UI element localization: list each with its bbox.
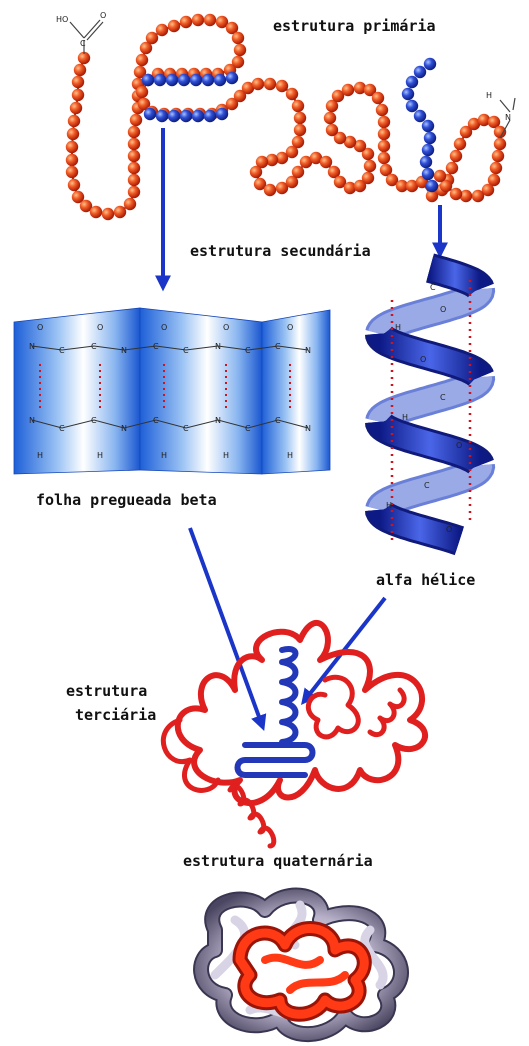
primary-structure-chain <box>66 14 506 220</box>
svg-text:C: C <box>183 346 189 355</box>
svg-text:N: N <box>121 424 127 433</box>
svg-text:H: H <box>402 413 408 422</box>
svg-text:H: H <box>97 451 103 460</box>
svg-text:C: C <box>430 283 436 292</box>
svg-text:N: N <box>215 342 221 351</box>
svg-text:C: C <box>440 393 446 402</box>
svg-text:O: O <box>223 323 229 332</box>
svg-text:O: O <box>440 305 446 314</box>
tertiary-structure-label-line2: terciária <box>75 707 156 724</box>
svg-text:H: H <box>287 451 293 460</box>
svg-text:C: C <box>275 416 281 425</box>
svg-text:C: C <box>59 346 65 355</box>
svg-text:C: C <box>245 346 251 355</box>
alpha-helix-ribbon: C O H O C H O C O H <box>380 268 480 541</box>
svg-text:C: C <box>59 424 65 433</box>
svg-text:O: O <box>456 441 462 450</box>
svg-text:N: N <box>215 416 221 425</box>
svg-text:H: H <box>223 451 229 460</box>
beta-sheet-label: folha pregueada beta <box>36 492 217 509</box>
svg-text:H: H <box>161 451 167 460</box>
svg-text:O: O <box>161 323 167 332</box>
svg-text:H: H <box>386 501 392 510</box>
svg-text:O: O <box>420 355 426 364</box>
svg-text:C: C <box>424 481 430 490</box>
beta-pleated-sheet: N C C N C C N C C N N C C N C C N C C N O H O H O H O H O H <box>14 308 330 474</box>
oxygen-label: O <box>100 11 106 20</box>
tertiary-structure-label-line1: estrutura <box>66 683 147 700</box>
nitrogen-label: N <box>505 113 511 122</box>
secondary-structure-label: estrutura secundária <box>190 243 371 260</box>
carbon-label: C <box>80 39 86 48</box>
svg-text:C: C <box>275 342 281 351</box>
svg-text:O: O <box>446 525 452 534</box>
svg-text:H: H <box>395 323 401 332</box>
svg-text:C: C <box>153 342 159 351</box>
hydroxyl-label: HO <box>56 15 68 24</box>
quaternary-structure <box>201 896 401 1035</box>
alpha-helix-label: alfa hélice <box>376 572 475 589</box>
svg-text:N: N <box>305 346 311 355</box>
svg-text:C: C <box>91 416 97 425</box>
svg-text:N: N <box>121 346 127 355</box>
carboxyl-group: HO C O <box>56 11 106 54</box>
svg-text:C: C <box>245 424 251 433</box>
quaternary-structure-label: estrutura quaternária <box>183 853 373 870</box>
svg-text:N: N <box>29 416 35 425</box>
svg-text:C: C <box>153 416 159 425</box>
svg-text:C: C <box>91 342 97 351</box>
svg-text:O: O <box>37 323 43 332</box>
tertiary-structure <box>163 623 425 846</box>
svg-text:N: N <box>29 342 35 351</box>
svg-text:C: C <box>183 424 189 433</box>
svg-text:N: N <box>305 424 311 433</box>
svg-text:O: O <box>287 323 293 332</box>
svg-text:H: H <box>37 451 43 460</box>
primary-structure-label: estrutura primária <box>273 18 436 35</box>
svg-text:O: O <box>97 323 103 332</box>
hydrogen-label: H <box>486 91 492 100</box>
